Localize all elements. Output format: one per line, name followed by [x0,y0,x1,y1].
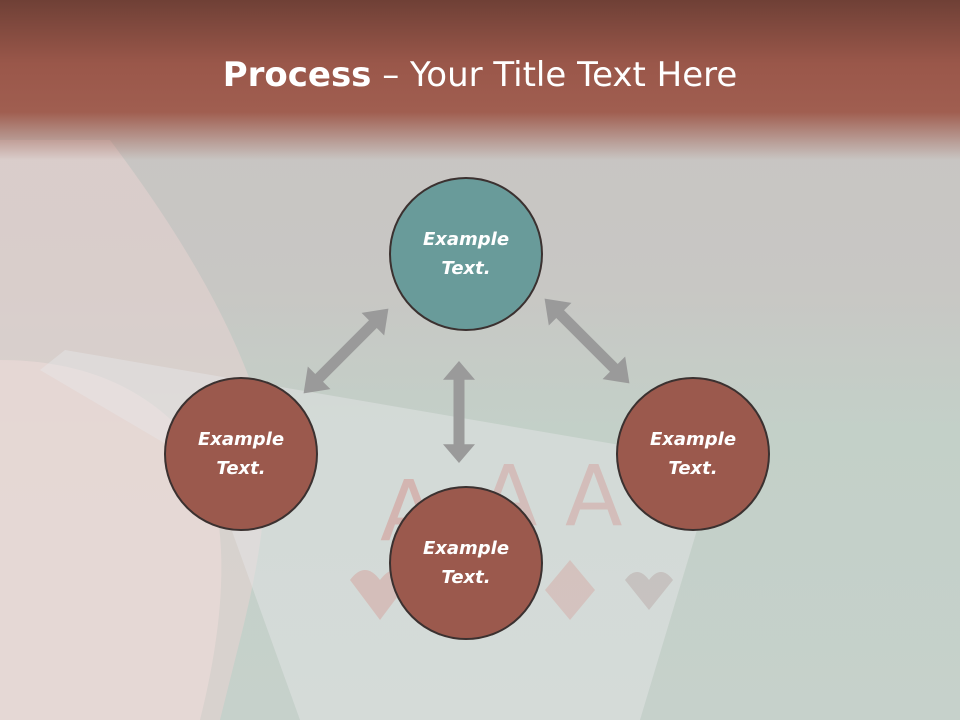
title-rest: – Your Title Text Here [371,55,738,95]
node-bottom: Example Text. [389,486,543,640]
title-bold: Process [222,55,372,95]
slide-title: Process – Your Title Text Here [0,52,960,98]
node-right: Example Text. [616,377,770,531]
node-left-label: Example Text. [197,429,285,479]
arrow-vertical [443,361,475,463]
svg-text:A: A [565,447,622,545]
node-left: Example Text. [164,377,318,531]
node-bottom-label: Example Text. [422,538,510,588]
title-band [0,0,960,160]
node-top-label: Example Text. [422,229,510,279]
arrow-top-left [292,297,400,405]
node-right-label: Example Text. [649,429,737,479]
node-top: Example Text. [389,177,543,331]
arrow-top-right [533,287,641,395]
